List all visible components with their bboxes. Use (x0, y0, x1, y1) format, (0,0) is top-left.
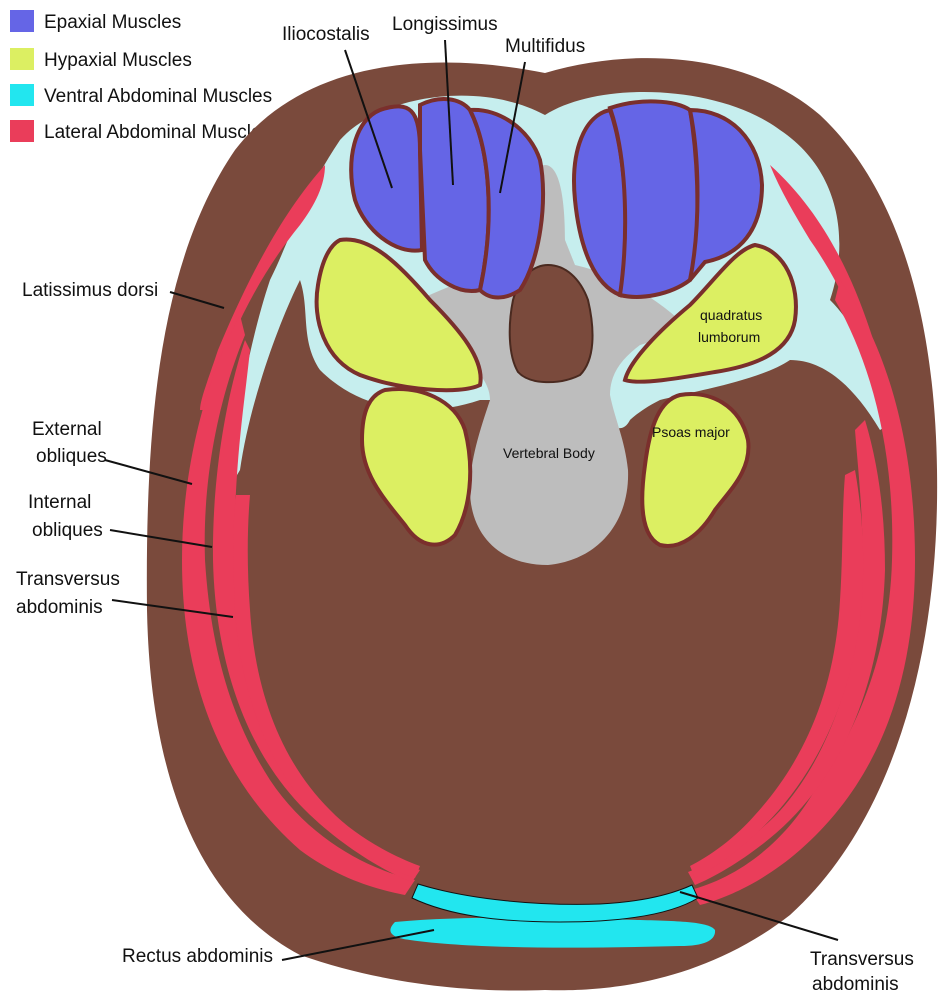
legend-label-lateral: Lateral Abdominal Muscles (44, 122, 271, 143)
legend: Epaxial Muscles Hypaxial Muscles Ventral… (10, 10, 272, 143)
label-vertebral-body: Vertebral Body (503, 445, 595, 461)
label-external-obliques-1: External (32, 419, 102, 440)
label-internal-obliques-1: Internal (28, 492, 91, 513)
legend-swatch-epaxial (10, 10, 34, 32)
legend-label-epaxial: Epaxial Muscles (44, 12, 181, 33)
legend-label-ventral: Ventral Abdominal Muscles (44, 86, 272, 107)
label-longissimus: Longissimus (392, 14, 498, 35)
label-external-obliques-2: obliques (36, 446, 107, 467)
label-iliocostalis: Iliocostalis (282, 24, 370, 45)
label-transversus-left-2: abdominis (16, 597, 103, 618)
label-rectus-abdominis: Rectus abdominis (122, 946, 273, 967)
longissimus-right-shape (610, 101, 698, 296)
label-quadratus-lumborum-2: lumborum (698, 329, 760, 345)
label-latissimus-dorsi: Latissimus dorsi (22, 280, 158, 301)
label-transversus-right-1: Transversus (810, 949, 914, 970)
legend-swatch-hypaxial (10, 48, 34, 70)
label-quadratus-lumborum-1: quadratus (700, 307, 762, 323)
legend-swatch-lateral (10, 120, 34, 142)
label-psoas-major: Psoas major (652, 424, 730, 440)
legend-swatch-ventral (10, 84, 34, 106)
label-transversus-right-2: abdominis (812, 974, 899, 995)
legend-label-hypaxial: Hypaxial Muscles (44, 50, 192, 71)
label-transversus-left-1: Transversus (16, 569, 120, 590)
label-internal-obliques-2: obliques (32, 520, 103, 541)
label-multifidus: Multifidus (505, 36, 585, 57)
